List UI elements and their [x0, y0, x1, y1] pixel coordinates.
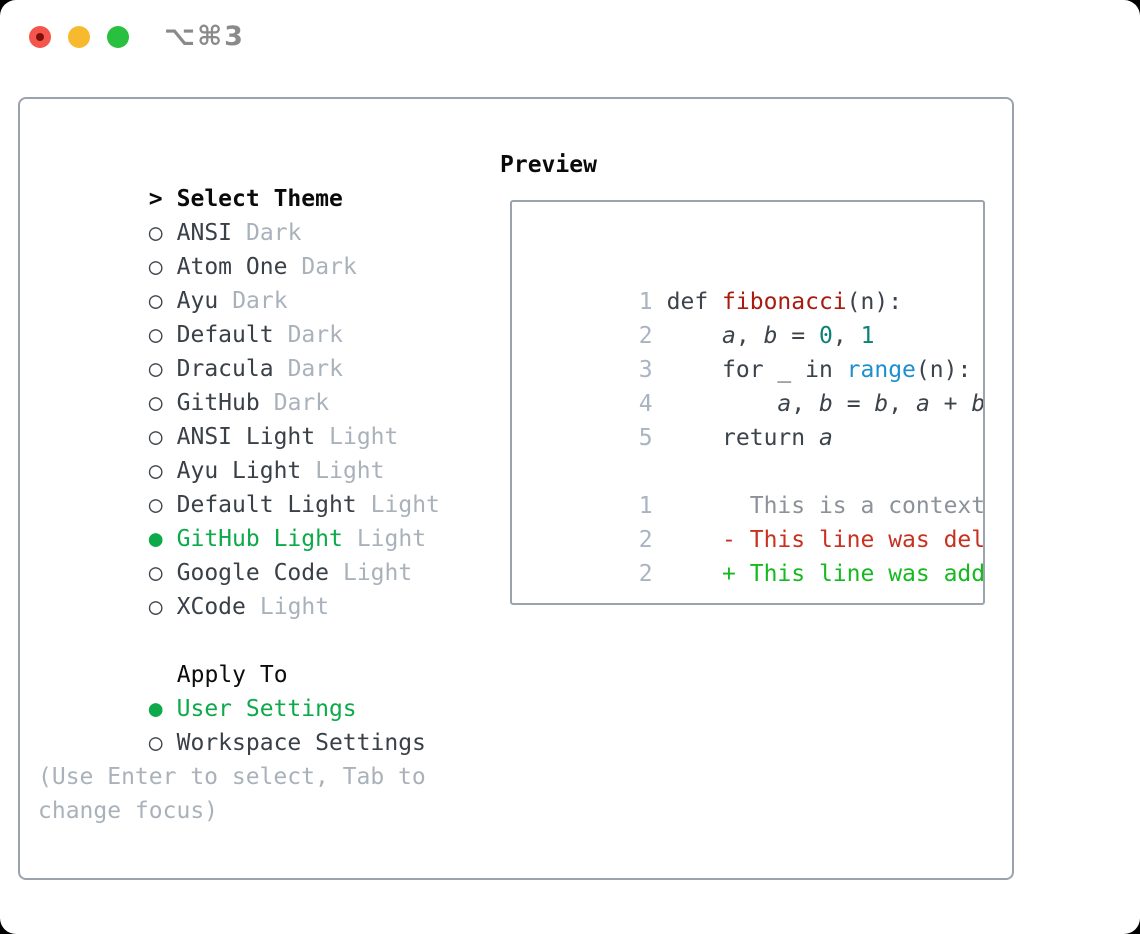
radio-unselected-icon: ○ [148, 254, 163, 280]
radio-unselected-icon: ○ [148, 322, 163, 348]
maximize-button[interactable] [107, 26, 129, 48]
line-number: 2 [638, 527, 653, 553]
line-number: 2 [638, 561, 653, 587]
radio-unselected-icon: ○ [148, 492, 163, 518]
window-titlebar: ⌥⌘3 [0, 0, 1140, 75]
radio-unselected-icon: ○ [148, 458, 163, 484]
radio-unselected-icon: ○ [148, 356, 163, 382]
line-number: 2 [638, 323, 653, 349]
radio-unselected-icon: ○ [148, 560, 163, 586]
line-number: 1 [638, 493, 653, 519]
prompt-icon: > [148, 186, 163, 212]
radio-unselected-icon: ○ [148, 424, 163, 450]
radio-unselected-icon: ○ [148, 594, 163, 620]
list-title: Select Theme [176, 186, 343, 212]
diff-added-line: 2 + This line was added. [638, 561, 985, 587]
radio-selected-icon: ● [148, 696, 163, 722]
line-number: 5 [638, 425, 653, 451]
minimize-button[interactable] [68, 26, 90, 48]
diff-deleted-line: 2 - This line was deleted. [638, 527, 985, 553]
line-number: 1 [638, 289, 653, 315]
function-name-token: fibonacci [722, 289, 847, 315]
apply-to-header: Apply To [176, 662, 288, 688]
code-line-5: 5 return a [638, 425, 833, 451]
apply-option-user-settings[interactable]: ●User Settings [148, 696, 357, 722]
code-line-3: 3 for _ in range(n): [638, 357, 972, 383]
builtin-token: range [846, 357, 916, 383]
code-line-4: 4 a, b = b, a + b [638, 391, 985, 417]
radio-unselected-icon: ○ [148, 288, 163, 314]
radio-unselected-icon: ○ [148, 390, 163, 416]
radio-unselected-icon: ○ [148, 730, 163, 756]
close-button[interactable] [29, 26, 51, 48]
number-literal-token: 1 [860, 323, 875, 349]
number-literal-token: 0 [819, 323, 833, 349]
hint-text-line1: (Use Enter to select, Tab to [38, 764, 426, 790]
line-number: 4 [638, 391, 653, 417]
diff-context-line: 1 This is a context line. [638, 493, 985, 519]
window-shortcut-label: ⌥⌘3 [164, 21, 245, 52]
line-number: 3 [638, 357, 653, 383]
radio-unselected-icon: ○ [148, 220, 163, 246]
apply-option-workspace-settings[interactable]: ○Workspace Settings [148, 730, 426, 756]
code-line-2: 2 a, b = 0, 1 [638, 323, 875, 349]
hint-text-line2: change focus) [38, 798, 219, 824]
select-theme-header: > Select Theme [38, 148, 440, 212]
radio-selected-icon: ● [148, 526, 163, 552]
preview-title: Preview [500, 152, 597, 178]
unsaved-dot-icon [36, 33, 44, 41]
